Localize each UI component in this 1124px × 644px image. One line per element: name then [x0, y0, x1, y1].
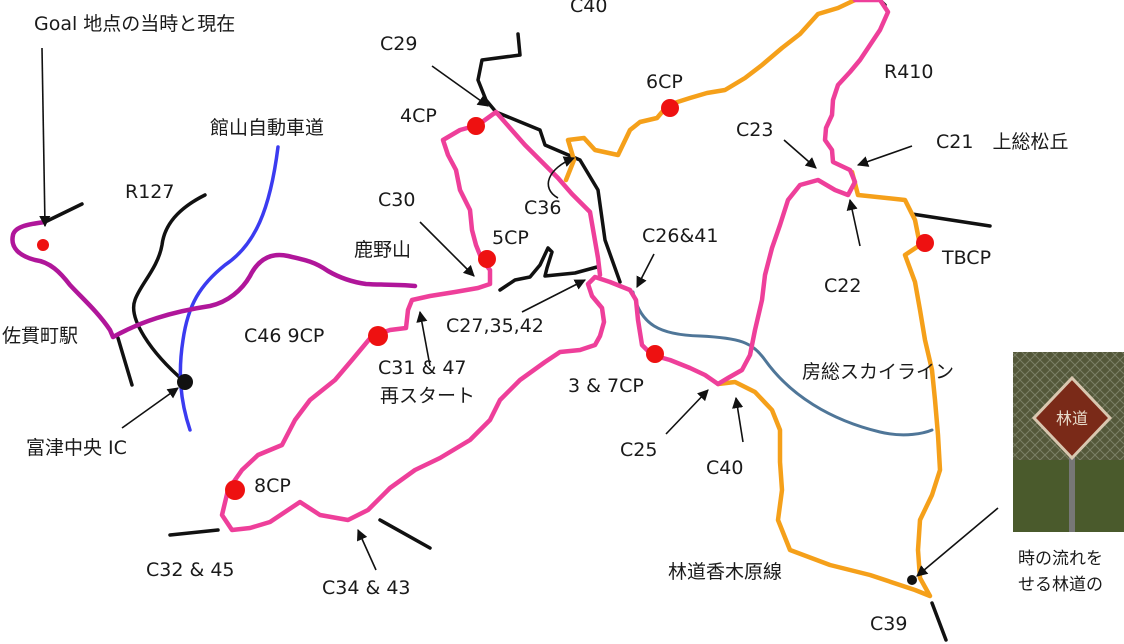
label-4cp: 4CP [400, 105, 437, 127]
road-r410-black [476, 32, 622, 284]
road-goal-stub [43, 202, 84, 224]
label-c26-41: C26&41 [642, 225, 718, 247]
course-purple [10, 219, 418, 340]
checkpoint-3-7cp [646, 345, 664, 363]
arrow-c34 [357, 528, 377, 571]
tateyama-expressway [178, 145, 280, 432]
label-c34-43: C34 & 43 [322, 577, 411, 599]
photo-caption-line2: せる林道の [1018, 575, 1103, 595]
road-r127 [132, 193, 207, 384]
map-labels: Goal 地点の当時と現在 R127 館山自動車道 佐貫町駅 富津中央 IC 鹿… [2, 0, 1103, 635]
arrow-c39 [916, 507, 999, 577]
arrow-c30 [419, 221, 475, 277]
arrow-futtsu-ic [121, 387, 179, 429]
course-orange [563, 0, 943, 599]
label-8cp: 8CP [254, 475, 291, 497]
label-goal: Goal 地点の当時と現在 [34, 13, 235, 35]
road-sanuki-stub [116, 336, 134, 387]
label-c40-top: C40 [570, 0, 607, 17]
road-tbcp-stub [910, 212, 992, 228]
checkpoint-tbcp [916, 234, 934, 252]
arrow-c23 [783, 139, 817, 169]
label-c31-47: C31 & 47 [378, 357, 467, 379]
checkpoints [37, 99, 934, 500]
label-c27-35-42: C27,35,42 [446, 315, 544, 337]
forest-road-photo: 林道 [1013, 352, 1124, 532]
label-c22: C22 [824, 275, 861, 297]
label-c30: C30 [378, 189, 415, 211]
arrow-goal [39, 47, 51, 228]
label-c46-9cp: C46 9CP [244, 325, 324, 347]
arrow-c27 [521, 279, 586, 313]
label-c40-bottom: C40 [706, 457, 743, 479]
label-3-7cp: 3 & 7CP [568, 375, 644, 397]
checkpoint-9cp [368, 326, 388, 346]
arrow-c31 [416, 310, 431, 367]
label-c21: C21 上総松丘 [936, 131, 1068, 153]
boso-skyline [631, 290, 934, 437]
arrow-c40-bottom [732, 396, 744, 443]
photo-sign-text: 林道 [1056, 409, 1088, 428]
label-tateyama-expressway: 館山自動車道 [210, 117, 324, 139]
photo-caption-line1: 時の流れを [1018, 549, 1103, 569]
label-c36: C36 [524, 197, 561, 219]
arrow-c21 [856, 145, 913, 167]
label-koginohara-forest-road: 林道香木原線 [668, 561, 782, 583]
label-sanuki-station: 佐貫町駅 [2, 325, 78, 347]
arrow-c36 [547, 156, 576, 199]
label-5cp: 5CP [492, 227, 529, 249]
checkpoint-goal [37, 239, 49, 251]
road-c39-stub [930, 601, 948, 642]
roads [43, 0, 992, 642]
road-c32-stub [168, 528, 220, 537]
checkpoint-4cp [467, 117, 485, 135]
label-boso-skyline: 房総スカイライン [802, 361, 954, 383]
label-restart: 再スタート [380, 385, 475, 407]
arrow-c29 [431, 65, 489, 107]
arrow-c25 [665, 389, 709, 435]
road-c34-stub [378, 518, 432, 550]
label-6cp: 6CP [646, 71, 683, 93]
label-kanozan: 鹿野山 [354, 239, 411, 261]
futtsu-ic-dot [177, 374, 193, 390]
label-c23: C23 [736, 119, 773, 141]
label-c39: C39 [870, 613, 907, 635]
label-c29: C29 [380, 33, 417, 55]
junction-dots [177, 374, 917, 585]
arrow-c22 [846, 198, 861, 247]
label-c25: C25 [620, 439, 657, 461]
road-c27-spur [498, 246, 599, 292]
checkpoint-6cp [661, 99, 679, 117]
label-c32-45: C32 & 45 [146, 559, 235, 581]
arrow-c26 [636, 253, 655, 288]
checkpoint-5cp [478, 250, 496, 268]
forest-road-sign [1031, 375, 1113, 461]
leader-arrows [39, 47, 999, 577]
label-tbcp: TBCP [941, 247, 991, 269]
c39-dot [907, 575, 917, 585]
checkpoint-8cp [225, 480, 245, 500]
label-futtsu-ic: 富津中央 IC [26, 437, 127, 459]
label-r127: R127 [125, 181, 174, 203]
label-r410: R410 [884, 61, 933, 83]
